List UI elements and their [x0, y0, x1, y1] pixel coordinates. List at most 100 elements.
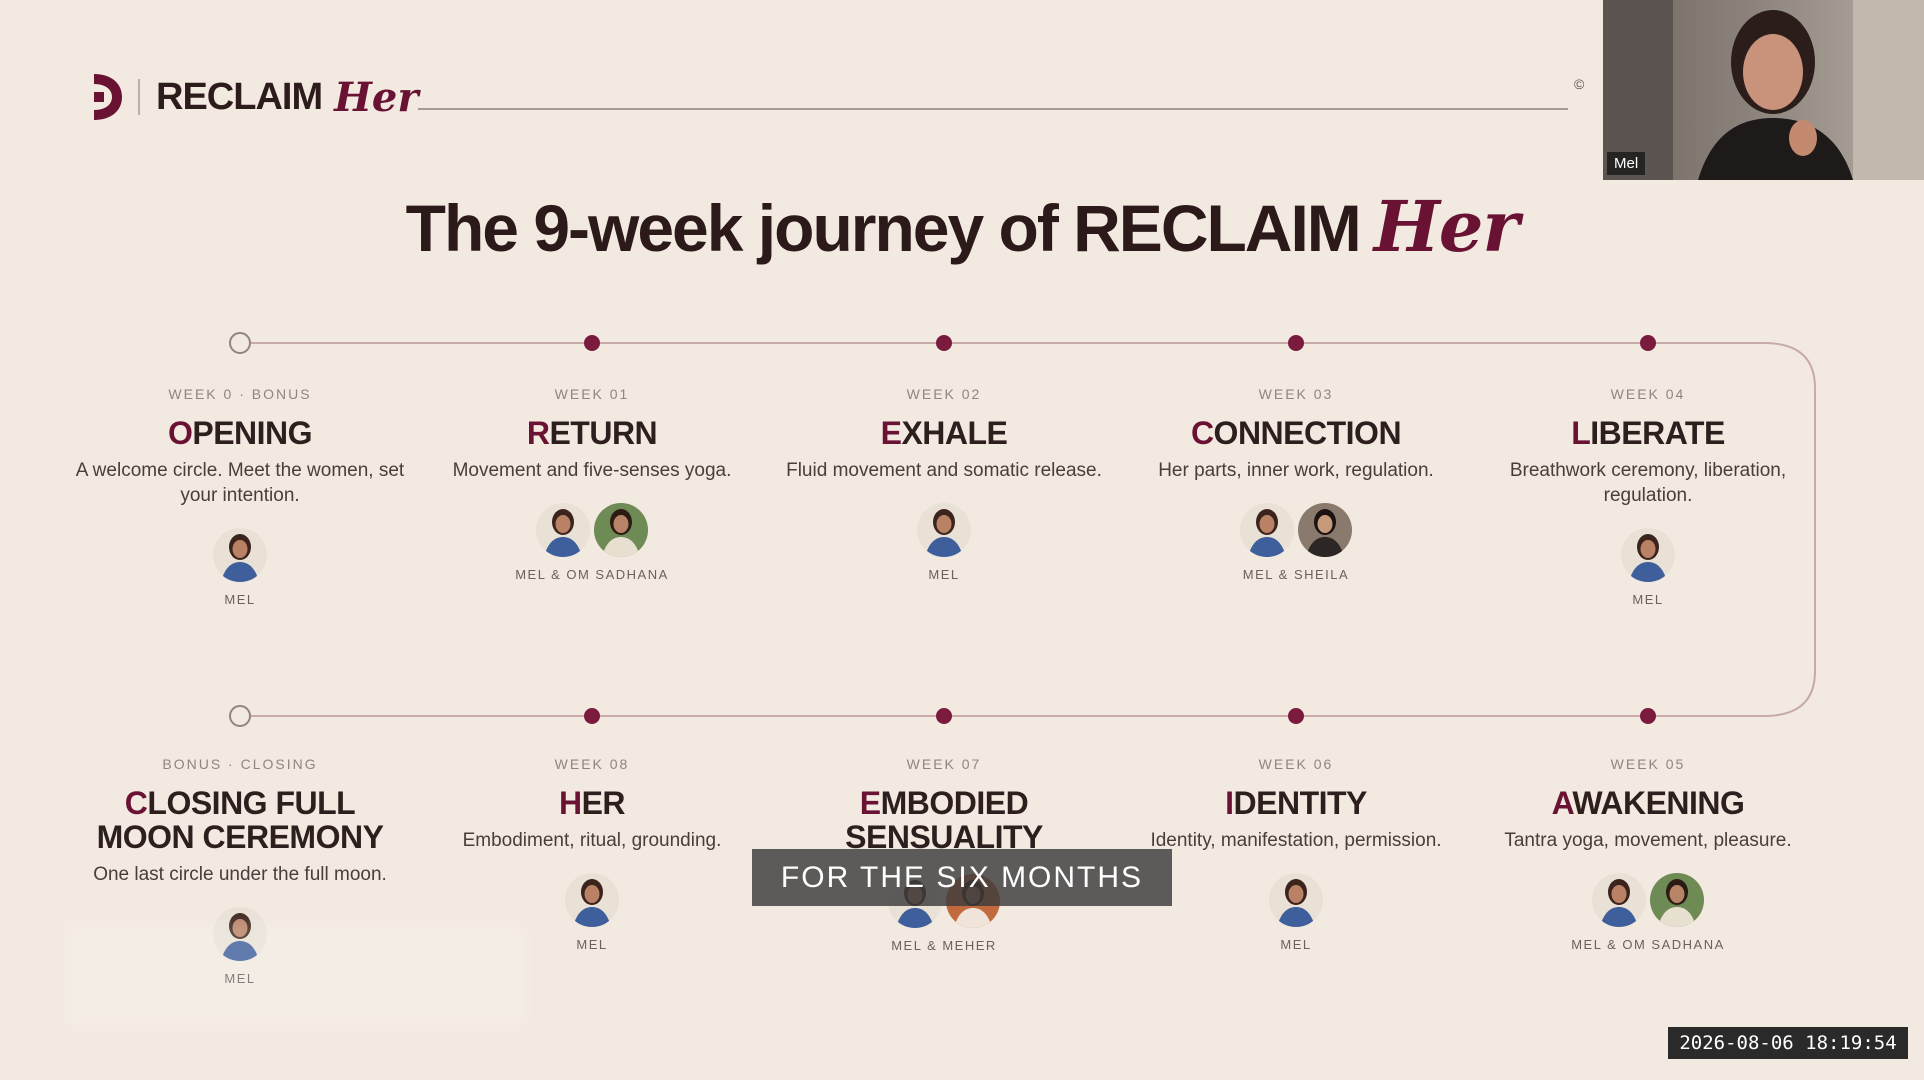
brand-script: Her: [334, 73, 419, 121]
stage-description: One last circle under the full moon.: [93, 864, 387, 885]
stage-name: CONNECTION: [1131, 416, 1461, 450]
week-label: WEEK 0 · BONUS: [168, 386, 312, 402]
week-label: WEEK 07: [906, 756, 982, 772]
host-label: MEL: [224, 592, 256, 607]
timeline-marker: [936, 708, 952, 724]
stage-name-rest: LOSING FULL MOON CEREMONY: [96, 785, 384, 855]
stage-name-rest: WAKENING: [1572, 785, 1745, 821]
stage-name-initial: E: [880, 415, 902, 451]
stage-name-initial: C: [1190, 415, 1214, 451]
timeline-marker: [584, 708, 600, 724]
stage-card: WEEK 01 RETURN Movement and five-senses yo…: [427, 386, 757, 582]
host-avatars: [1131, 503, 1461, 557]
avatar: [536, 503, 590, 557]
timeline-marker: [584, 335, 600, 351]
week-label: WEEK 05: [1610, 756, 1686, 772]
timeline-marker: [1640, 335, 1656, 351]
avatar: [1269, 873, 1323, 927]
host-label: MEL: [1632, 592, 1664, 607]
stage-name: OPENING: [75, 416, 405, 450]
webcam-tile[interactable]: Mel: [1603, 0, 1924, 180]
avatar: [1621, 528, 1675, 582]
stage-name: LIBERATE: [1483, 416, 1813, 450]
host-avatars: [1483, 873, 1813, 927]
stage-name-initial: L: [1571, 415, 1591, 451]
week-label: WEEK 06: [1258, 756, 1334, 772]
host-avatars: [779, 503, 1109, 557]
stage-name: IDENTITY: [1131, 786, 1461, 820]
week-label: WEEK 02: [906, 386, 982, 402]
host-avatars: [1131, 873, 1461, 927]
stage-card: WEEK 05 AWAKENING Tantra yoga, movement, p…: [1483, 756, 1813, 952]
host-label: MEL & MEHER: [891, 938, 997, 953]
avatar: [594, 503, 648, 557]
stage-description: Breathwork ceremony, liberation, regulat…: [1509, 460, 1787, 506]
avatar: [917, 503, 971, 557]
avatar: [1592, 873, 1646, 927]
page-title-script: Her: [1373, 185, 1520, 268]
stage-name-rest: ETURN: [549, 415, 658, 451]
stage-name-initial: E: [859, 785, 881, 821]
stage-name-initial: C: [124, 785, 148, 821]
stage-name: CLOSING FULL MOON CEREMONY: [75, 786, 405, 854]
avatar: [213, 528, 267, 582]
webcam-video-icon: [1603, 0, 1924, 180]
logo-separator: [138, 79, 140, 115]
recording-timestamp: 2026-08-06 18:19:54: [1668, 1027, 1908, 1059]
stage-description: Embodiment, ritual, grounding.: [462, 830, 722, 851]
stage-name-initial: O: [167, 415, 193, 451]
header-divider: [418, 108, 1568, 110]
stage-name-rest: XHALE: [901, 415, 1008, 451]
participant-name: Mel: [1607, 152, 1646, 175]
host-label: MEL: [928, 567, 960, 582]
blurred-overlay: [60, 920, 530, 1030]
live-caption: FOR THE SIX MONTHS: [752, 849, 1172, 906]
stage-name: RETURN: [427, 416, 757, 450]
host-label: MEL & OM SADHANA: [515, 567, 669, 582]
stage-name-rest: IBERATE: [1590, 415, 1725, 451]
stage-description: Movement and five-senses yoga.: [452, 460, 732, 481]
host-avatars: [75, 907, 405, 961]
timeline-curve: [1763, 342, 1816, 717]
host-label: MEL & SHEILA: [1242, 567, 1350, 582]
week-label: WEEK 04: [1610, 386, 1686, 402]
stage-description: Fluid movement and somatic release.: [786, 460, 1102, 481]
host-avatars: [427, 873, 757, 927]
stage-name-rest: ER: [581, 785, 626, 821]
week-label: WEEK 01: [554, 386, 630, 402]
week-label: WEEK 03: [1258, 386, 1334, 402]
stage-name: EMBODIED SENSUALITY: [779, 786, 1109, 854]
stage-description: Identity, manifestation, permission.: [1150, 830, 1442, 851]
timeline-marker: [936, 335, 952, 351]
stage-name: EXHALE: [779, 416, 1109, 450]
host-avatars: [427, 503, 757, 557]
stage-name-initial: H: [558, 785, 582, 821]
stage-name-rest: DENTITY: [1233, 785, 1368, 821]
stage-name-rest: MBODIED SENSUALITY: [845, 785, 1043, 855]
brand-logo: RECLAIM Her: [92, 70, 418, 124]
stage-name-rest: PENING: [192, 415, 313, 451]
timeline-marker: [1288, 708, 1304, 724]
stage-card: WEEK 06 IDENTITY Identity, manifestation, …: [1131, 756, 1461, 952]
timeline-marker-open: [229, 705, 251, 727]
brand-name: RECLAIM: [156, 75, 323, 118]
host-avatars: [75, 528, 405, 582]
stage-card: WEEK 04 LIBERATE Breathwork ceremony, libe…: [1483, 386, 1813, 607]
copyright-icon: ©: [1574, 76, 1585, 92]
stage-description: Tantra yoga, movement, pleasure.: [1504, 830, 1792, 851]
avatar: [213, 907, 267, 961]
avatar: [1298, 503, 1352, 557]
page-title-text: The 9-week journey of RECLAIM: [405, 191, 1362, 265]
avatar: [1240, 503, 1294, 557]
week-label: BONUS · CLOSING: [162, 756, 318, 772]
stage-name-initial: I: [1225, 785, 1234, 821]
timeline-marker: [1288, 335, 1304, 351]
stage-name: AWAKENING: [1483, 786, 1813, 820]
week-label: WEEK 08: [554, 756, 630, 772]
